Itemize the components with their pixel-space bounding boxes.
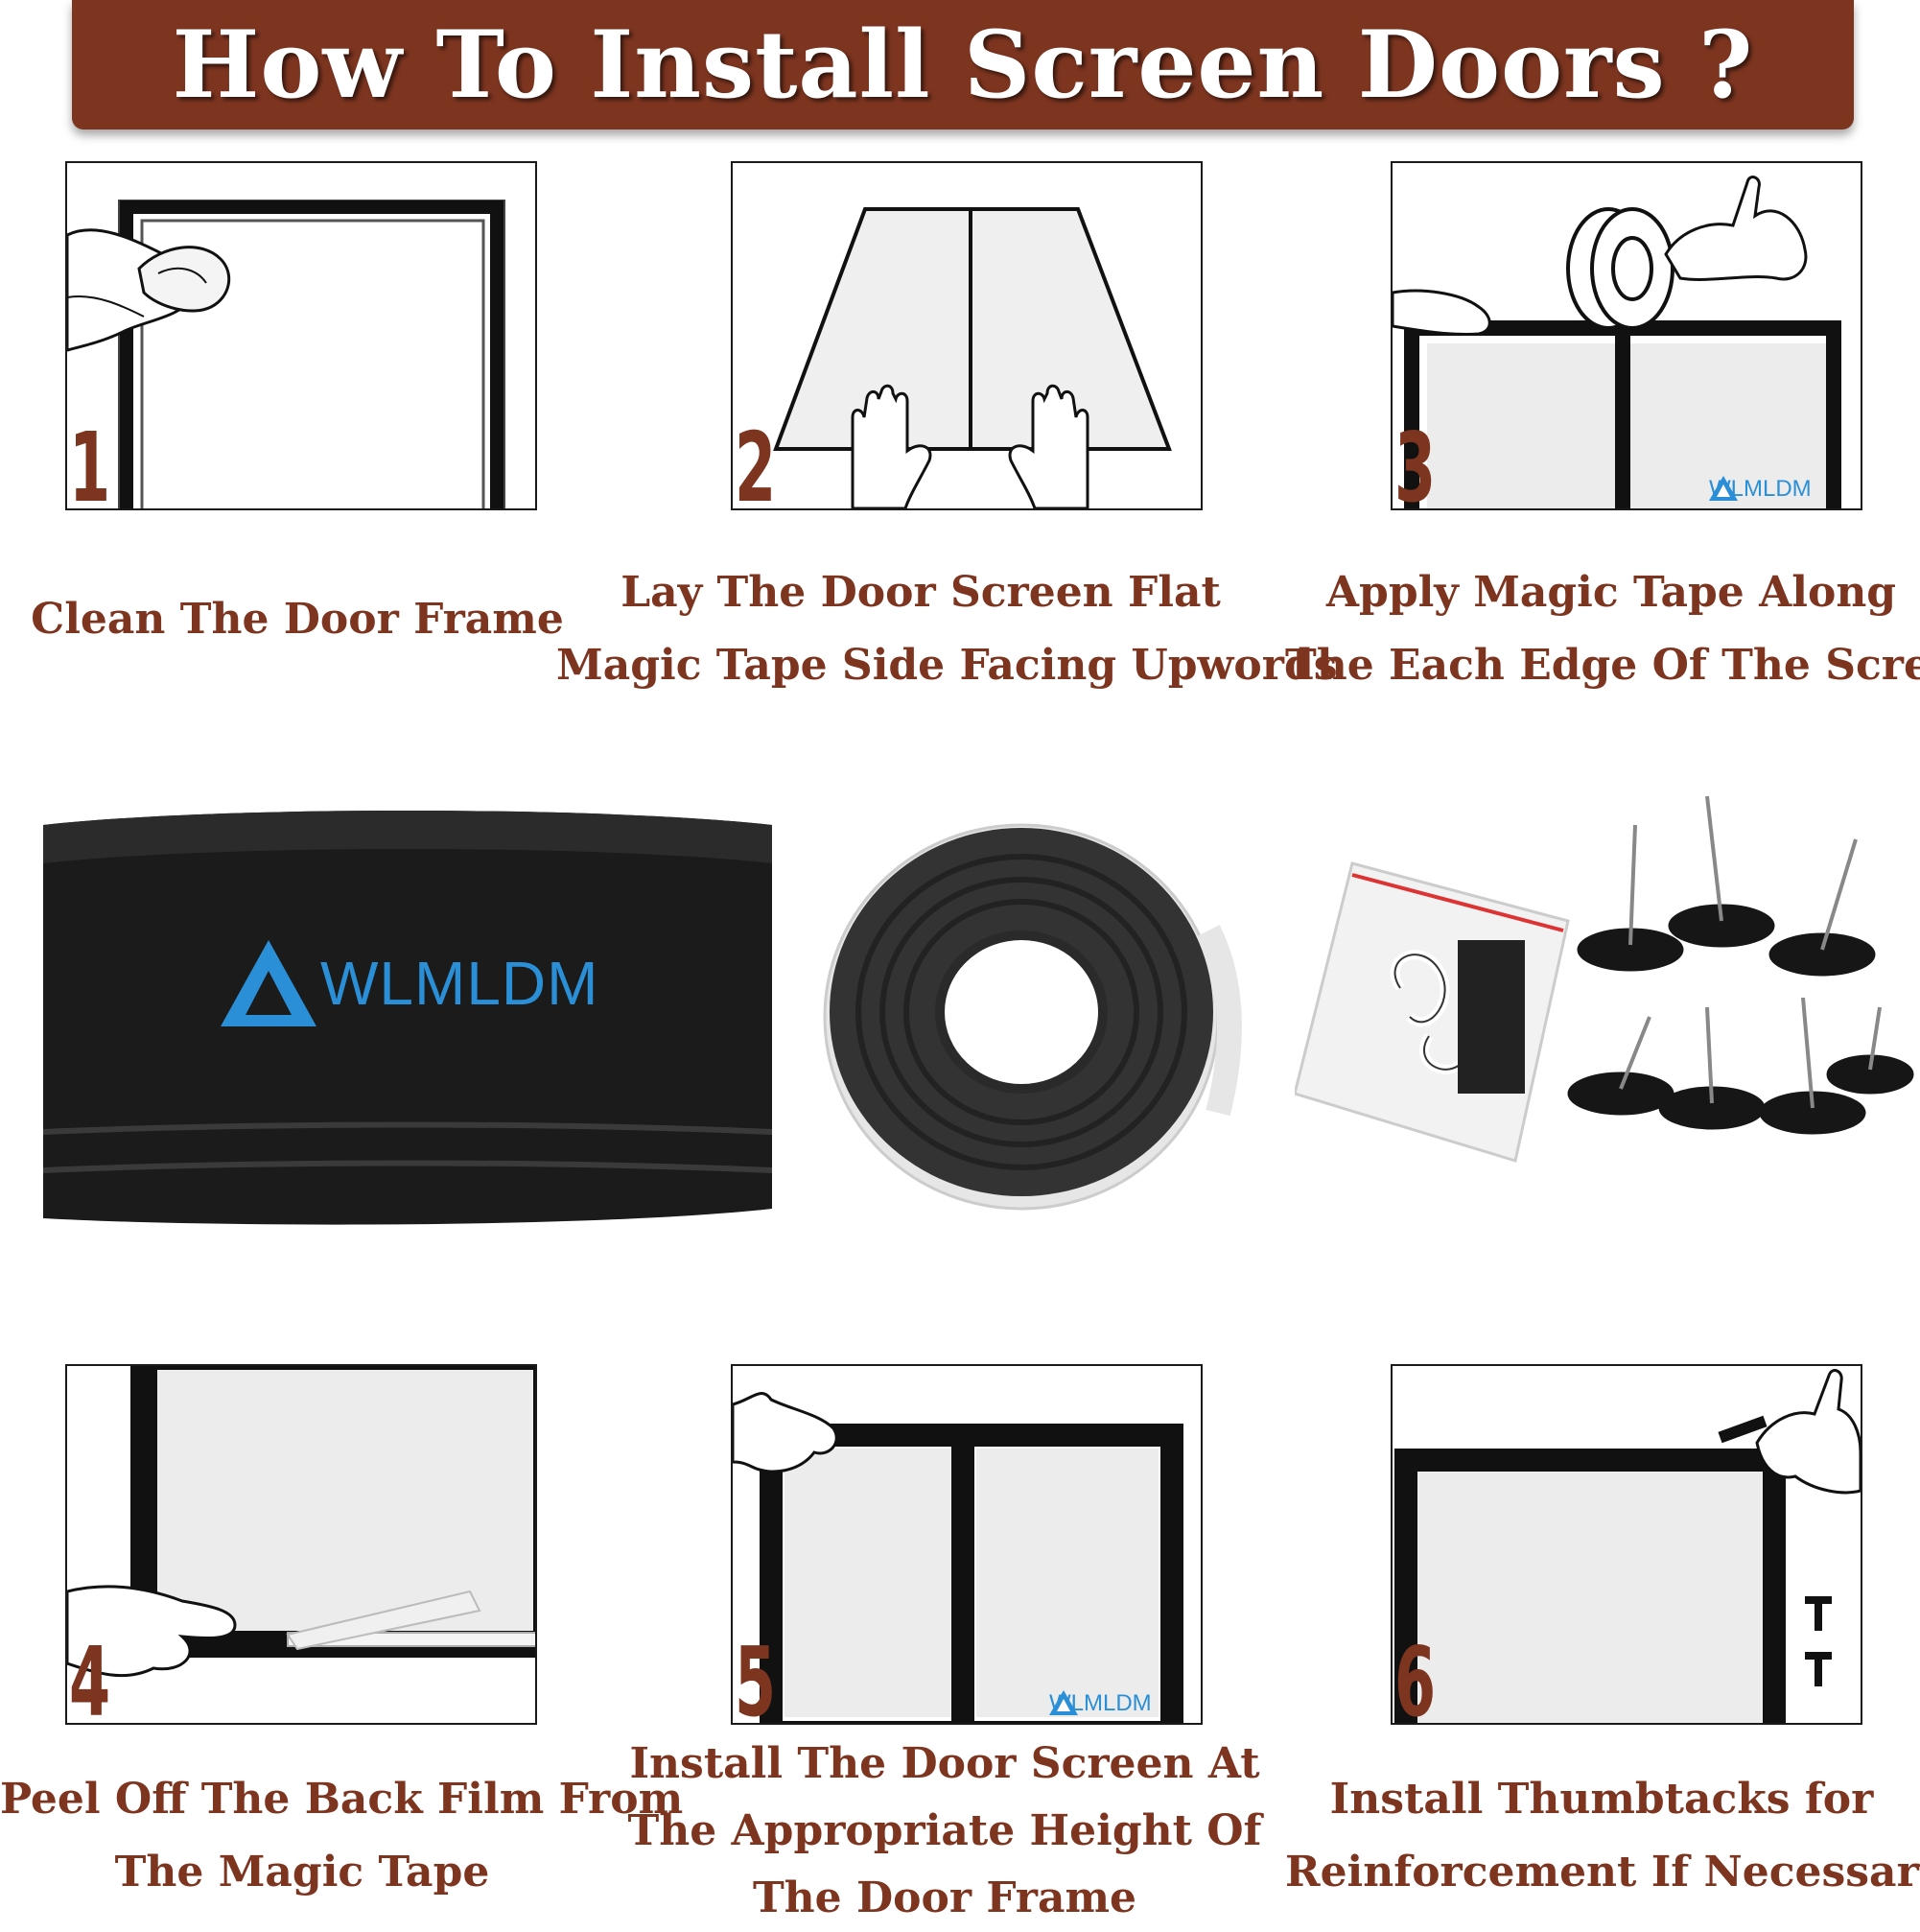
brand-logo-icon bbox=[1049, 1690, 1078, 1715]
step-4-panel: 4 bbox=[65, 1364, 537, 1725]
screen-flat-illustration bbox=[773, 207, 1172, 508]
step-1-caption: Clean The Door Frame bbox=[29, 583, 566, 656]
thumbtack-install-illustration bbox=[1394, 1369, 1861, 1723]
hand-with-cloth-icon bbox=[67, 228, 231, 352]
step-3-caption: Apply Magic Tape Along The Each Edge Of … bbox=[1285, 556, 1920, 702]
step-5-caption-line-2: The Appropriate Height Of bbox=[627, 1806, 1262, 1855]
brand-logo-icon bbox=[221, 940, 316, 1026]
step-5-caption-line-1: Install The Door Screen At bbox=[629, 1739, 1260, 1788]
title-banner: How To Install Screen Doors ? bbox=[72, 0, 1854, 130]
page-title: How To Install Screen Doors ? bbox=[172, 11, 1754, 119]
step-3-number: 3 bbox=[1394, 412, 1437, 510]
step-6-caption-line-1: Install Thumbtacks for bbox=[1329, 1775, 1874, 1824]
step-1-panel: 1 bbox=[65, 161, 537, 510]
brand-logo-icon bbox=[1709, 476, 1738, 501]
step-5-caption: Install The Door Screen At The Appropria… bbox=[619, 1731, 1271, 1932]
hand-icon bbox=[1755, 1369, 1861, 1495]
step-2-caption: Lay The Door Screen Flat Magic Tape Side… bbox=[556, 556, 1338, 702]
step-2-panel: 2 bbox=[731, 161, 1203, 510]
step-2-number: 2 bbox=[735, 412, 777, 510]
step-3-caption-line-2: The Each Edge Of The Screen bbox=[1285, 641, 1920, 690]
step-2-caption-line-1: Lay The Door Screen Flat bbox=[620, 568, 1221, 617]
step-4-caption: Peel Off The Back Film From The Magic Ta… bbox=[0, 1763, 684, 1909]
hand-icon bbox=[733, 1392, 838, 1473]
step-4-caption-line-1: Peel Off The Back Film From bbox=[0, 1775, 684, 1824]
thumbtacks bbox=[1563, 787, 1918, 1209]
step-5-panel: 5 WLMLDM bbox=[731, 1364, 1203, 1725]
brand-text: WLMLDM bbox=[320, 949, 599, 1018]
mesh-brand-logo: WLMLDM bbox=[221, 940, 598, 1026]
tape-roll-icon bbox=[1566, 207, 1674, 330]
step-6-caption-line-2: Reinforcement If Necessary bbox=[1285, 1848, 1920, 1897]
hand-icon bbox=[67, 1585, 237, 1678]
step-5-caption-line-3: The Door Frame bbox=[752, 1873, 1137, 1922]
magnetic-tape-roll bbox=[796, 796, 1314, 1247]
step-1-caption-line: Clean The Door Frame bbox=[31, 595, 564, 644]
step-3-brand-logo: WLMLDM bbox=[1709, 476, 1812, 503]
hands-icon bbox=[1393, 176, 1808, 336]
peel-film-illustration bbox=[67, 1366, 535, 1678]
tape-screen-illustration bbox=[1393, 176, 1841, 508]
folded-mesh-screen: WLMLDM bbox=[24, 787, 773, 1247]
step-2-caption-line-2: Magic Tape Side Facing Upwords bbox=[556, 641, 1338, 690]
step-6-number: 6 bbox=[1394, 1626, 1437, 1725]
step-4-caption-line-2: The Magic Tape bbox=[114, 1848, 490, 1897]
step-4-number: 4 bbox=[69, 1626, 111, 1725]
thumbtack-icon bbox=[1718, 1415, 1832, 1686]
door-frame-illustration bbox=[67, 200, 505, 508]
step-5-brand-logo: WLMLDM bbox=[1049, 1690, 1152, 1717]
step-5-number: 5 bbox=[735, 1626, 777, 1725]
install-screen-illustration bbox=[733, 1392, 1183, 1723]
step-1-number: 1 bbox=[69, 412, 111, 510]
step-6-caption: Install Thumbtacks for Reinforcement If … bbox=[1285, 1763, 1920, 1909]
step-3-panel: 3 WLMLDM bbox=[1391, 161, 1862, 510]
step-3-caption-line-1: Apply Magic Tape Along bbox=[1325, 568, 1897, 617]
accessory-bag bbox=[1293, 854, 1573, 1170]
step-6-panel: 6 bbox=[1391, 1364, 1862, 1725]
hands-icon bbox=[851, 384, 1089, 508]
